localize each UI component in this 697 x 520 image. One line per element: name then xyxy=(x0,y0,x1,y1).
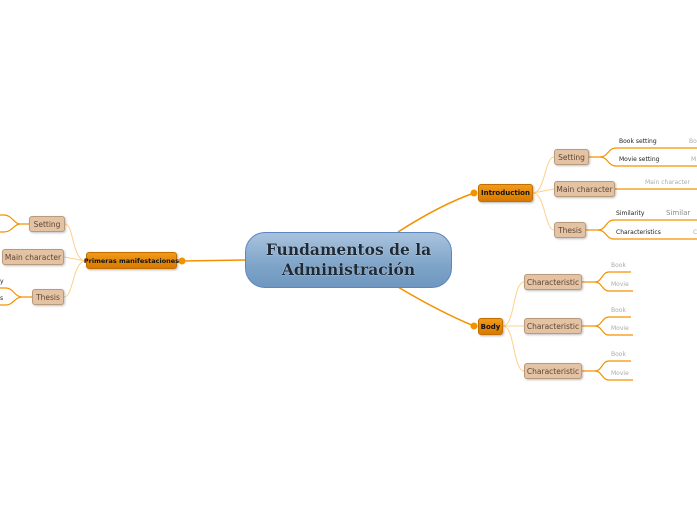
topic-primeras-manifestaciones[interactable]: Primeras manifestaciones xyxy=(84,252,179,269)
body-anchor xyxy=(470,322,478,330)
connector-body xyxy=(397,286,475,327)
subtopic-setting[interactable]: Setting xyxy=(554,149,589,165)
value-main-character[interactable]: Main character xyxy=(645,179,690,186)
value-movie-setting[interactable]: M xyxy=(691,156,697,163)
topic-body[interactable]: Body xyxy=(478,318,503,335)
subtopic-thesis-left[interactable]: Thesis xyxy=(32,289,64,305)
connector-introduction xyxy=(397,192,475,233)
label-thesis-child-1[interactable]: y xyxy=(0,278,4,285)
subtopic-characteristic-1[interactable]: Characteristic xyxy=(524,274,582,290)
label-movie[interactable]: Movie xyxy=(611,281,629,288)
topic-introduction[interactable]: Introduction xyxy=(478,184,533,202)
value-characteristics[interactable]: C xyxy=(693,229,697,236)
primeras-anchor xyxy=(178,257,186,265)
label-book[interactable]: Book xyxy=(611,351,626,358)
subtopic-thesis[interactable]: Thesis xyxy=(554,222,586,238)
subtopic-main-character[interactable]: Main character xyxy=(554,181,615,197)
introduction-anchor xyxy=(470,189,478,197)
subtopic-main-character-left[interactable]: Main character xyxy=(2,249,64,265)
connector-primeras xyxy=(181,259,246,262)
label-book[interactable]: Book xyxy=(611,307,626,314)
label-movie[interactable]: Movie xyxy=(611,370,629,377)
label-movie-setting[interactable]: Movie setting xyxy=(619,156,660,163)
label-thesis-child-2[interactable]: s xyxy=(0,295,4,302)
subtopic-setting-left[interactable]: Setting xyxy=(29,216,65,232)
central-topic[interactable]: Fundamentos de la Administración xyxy=(245,232,452,288)
subtopic-characteristic-2[interactable]: Characteristic xyxy=(524,318,582,334)
value-book-setting[interactable]: Bo xyxy=(689,138,697,145)
label-characteristics[interactable]: Characteristics xyxy=(616,229,661,236)
label-book-setting[interactable]: Book setting xyxy=(619,138,657,145)
label-movie[interactable]: Movie xyxy=(611,325,629,332)
label-book[interactable]: Book xyxy=(611,262,626,269)
subtopic-characteristic-3[interactable]: Characteristic xyxy=(524,363,582,379)
value-similarity[interactable]: Similar xyxy=(666,209,691,217)
label-similarity[interactable]: Similarity xyxy=(616,210,645,217)
